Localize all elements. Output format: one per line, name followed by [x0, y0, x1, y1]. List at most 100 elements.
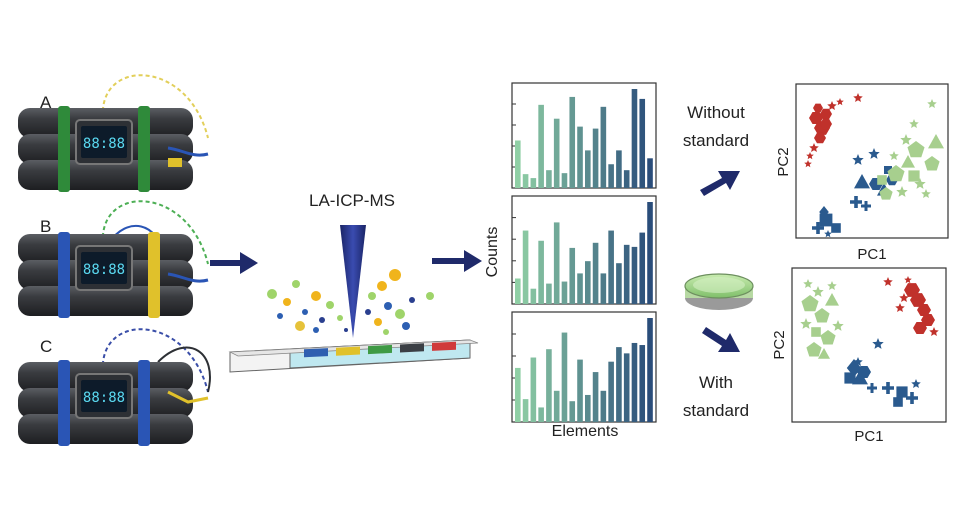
ablation-particles — [267, 269, 434, 335]
spectrum-bar — [616, 347, 622, 422]
spectrum-bar — [546, 170, 552, 188]
spectrum-bar — [522, 399, 529, 422]
spectrum-bar — [623, 353, 630, 422]
particle — [365, 309, 371, 315]
pca-plot-with-standard: PC1 PC2 — [771, 267, 947, 445]
without-standard-line2: standard — [683, 131, 749, 150]
particle — [313, 327, 319, 333]
pca-point — [809, 111, 823, 125]
spectrum-bar — [577, 359, 583, 422]
pca-point — [884, 166, 892, 174]
spectrum-bar — [538, 407, 544, 422]
spectrum-bar — [639, 345, 646, 422]
sample-strip — [228, 339, 479, 373]
spectrum-bar — [561, 332, 568, 422]
spectrum-bar — [647, 202, 653, 304]
technique-label: LA-ICP-MS — [309, 191, 395, 210]
coil-wire — [101, 328, 209, 393]
pca-point — [800, 318, 812, 329]
particle — [402, 322, 410, 330]
pca-point — [812, 222, 824, 234]
pca-point — [806, 152, 814, 160]
pca-point — [896, 386, 908, 398]
pca-point — [824, 230, 832, 238]
pca-plot-without-standard: PC1 PC2 — [775, 83, 949, 263]
pca-top-ylabel: PC2 — [775, 147, 792, 176]
spectrum-bar — [553, 222, 560, 304]
pca-bottom-ylabel: PC2 — [771, 330, 788, 359]
pca-point — [820, 118, 832, 130]
spectrum-bar — [585, 394, 591, 422]
pca-point — [820, 330, 836, 345]
spectrum-bar — [577, 273, 583, 304]
spectrum-bar — [538, 240, 544, 304]
spectrum-bar — [623, 244, 630, 304]
spectrum-bar — [530, 288, 537, 304]
spectrum-bar — [592, 128, 599, 188]
pca-point — [917, 303, 931, 317]
spectrum-bar — [608, 230, 614, 304]
sample-swatch — [304, 348, 328, 358]
pca-point — [867, 383, 877, 393]
device-label: A — [40, 93, 52, 112]
pca-point — [896, 186, 908, 197]
arrow-to-pca-top — [700, 171, 740, 196]
spectrum-bar — [530, 178, 537, 188]
coil-wire — [101, 74, 209, 139]
sample-swatch — [400, 343, 424, 353]
spectrum-bar — [538, 104, 544, 188]
pca-point — [825, 293, 839, 306]
pca-point — [852, 154, 864, 165]
with-standard-line1: With — [699, 373, 733, 392]
spectrum-bar — [546, 283, 552, 304]
spectra-ylabel: Counts — [484, 227, 501, 278]
pca-point — [879, 187, 893, 200]
pca-point — [850, 196, 862, 208]
pca-point — [929, 327, 939, 337]
pca-point — [809, 143, 819, 153]
without-standard-line1: Without — [687, 103, 745, 122]
particle — [395, 309, 405, 319]
pca-point — [908, 170, 920, 182]
pca-point — [911, 379, 921, 389]
particle — [295, 321, 305, 331]
particle — [374, 318, 382, 326]
coil-wire — [101, 200, 209, 265]
pca-point — [819, 213, 833, 227]
particle — [277, 313, 283, 319]
pca-point — [819, 206, 829, 218]
spectrum-bar — [600, 273, 607, 304]
device-c: 88:88 — [18, 328, 211, 446]
pca-point — [844, 372, 856, 384]
particle — [384, 302, 392, 310]
pca-point — [806, 342, 822, 357]
pca-point — [913, 321, 927, 335]
with-standard-line2: standard — [683, 401, 749, 420]
spectra-panels — [511, 82, 657, 423]
spectrum-bar — [631, 342, 638, 422]
pca-point — [818, 348, 830, 359]
pca-point — [893, 397, 903, 407]
particle — [283, 298, 291, 306]
particle — [344, 328, 348, 332]
pca-point — [883, 277, 893, 287]
spectrum-bar — [585, 150, 591, 188]
particle — [267, 289, 277, 299]
spectrum-bar — [592, 242, 599, 304]
pca-point — [853, 93, 863, 103]
spectrum-bar — [608, 361, 614, 422]
pca-point — [827, 101, 837, 111]
pca-point — [831, 223, 841, 233]
spectrum-bar — [647, 158, 653, 188]
spectrum-bar — [515, 140, 521, 188]
particle — [389, 269, 401, 281]
timer-display: 88:88 — [83, 136, 125, 152]
pca-point — [812, 286, 824, 297]
pca-point — [904, 276, 912, 284]
spectrum-bar — [515, 278, 521, 304]
particle — [377, 281, 387, 291]
device-b: 88:88 — [18, 200, 209, 318]
pca-point — [814, 308, 830, 323]
sample-swatch — [336, 346, 360, 356]
